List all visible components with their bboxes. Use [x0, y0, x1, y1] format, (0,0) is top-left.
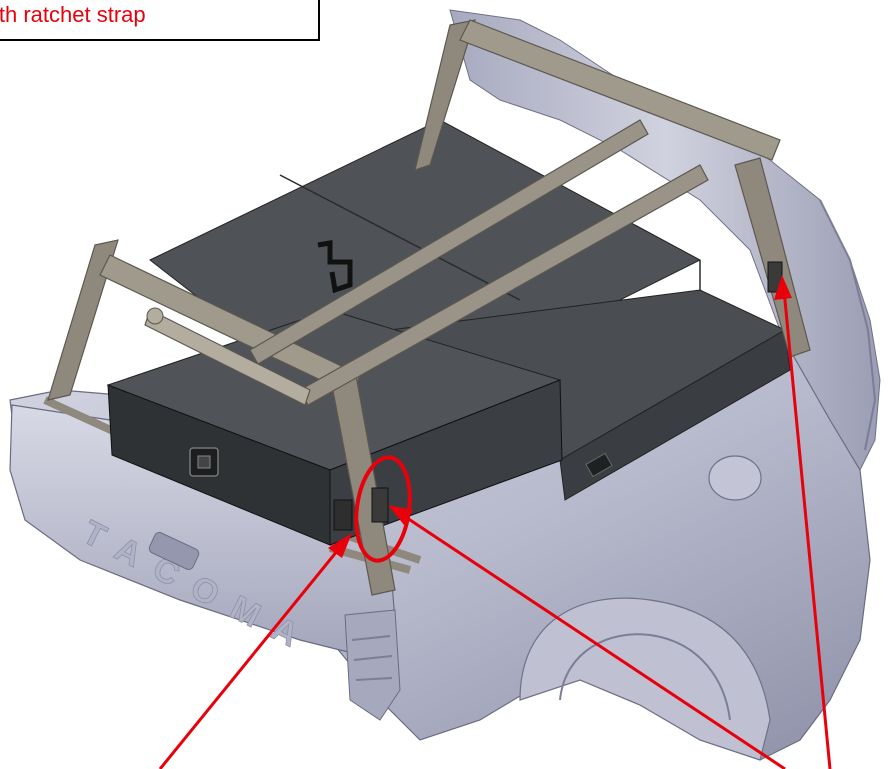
- pointer-arrow-middle-head: [388, 505, 413, 525]
- wheel-arch: [519, 597, 771, 761]
- pointer-arrows: [158, 275, 832, 769]
- pointer-arrow-left-head: [328, 533, 352, 558]
- cab-window-edge: [819, 199, 877, 451]
- ratchet-strap-left: [371, 487, 389, 523]
- taillight: [344, 609, 401, 721]
- pointer-arrow-right-head: [774, 275, 792, 300]
- wheel-arch-inner: [559, 633, 731, 721]
- ratchet-strap-left-base: [333, 499, 353, 531]
- tailgate-handle: [148, 532, 200, 570]
- pointer-arrow-middle: [397, 510, 786, 769]
- pointer-arrow-left: [158, 544, 344, 769]
- callout-box: ith ratchet strap: [0, 0, 320, 41]
- callout-text: ith ratchet strap: [0, 2, 146, 27]
- storage-latch-right: [585, 452, 613, 478]
- storage-box-rear-seam: [279, 174, 521, 301]
- fuel-door: [708, 455, 762, 501]
- storage-box-right-side: [559, 329, 791, 501]
- pointer-arrow-right: [782, 289, 832, 769]
- tie-down-hook: [317, 240, 353, 294]
